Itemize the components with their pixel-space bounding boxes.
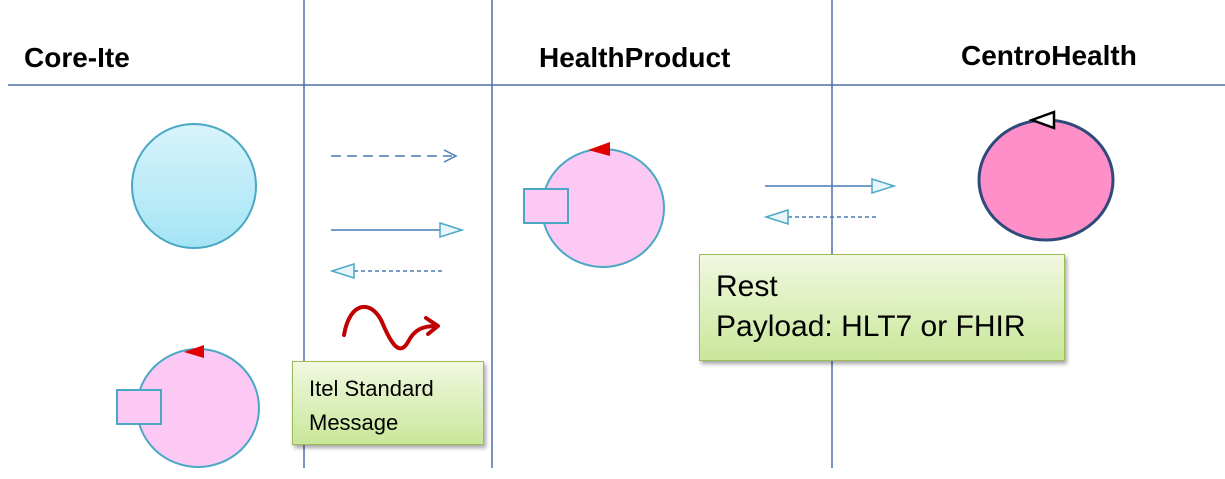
red-marker-icon	[184, 345, 204, 358]
hot-pink-circle	[977, 118, 1115, 242]
core-ite-cyan-circle	[131, 123, 257, 249]
core-ite-pink-node	[116, 345, 260, 468]
port-square	[523, 188, 569, 224]
red-marker-icon	[588, 142, 610, 156]
column-title-core-ite: Core-Ite	[24, 42, 130, 73]
note-rest-payload: Rest Payload: HLT7 or FHIR	[699, 254, 1065, 361]
note-line: Rest	[716, 270, 778, 303]
solid-arrow-right	[331, 221, 465, 239]
open-marker-icon	[1028, 110, 1056, 130]
note-itel-standard-message: Itel Standard Message	[292, 361, 484, 445]
dotted-return-arrow-left	[329, 262, 442, 280]
centrohealth-node	[977, 110, 1115, 242]
dotted-return-arrow-from-centrohealth	[763, 208, 876, 226]
port-square	[116, 389, 162, 425]
dashed-arrow-right	[331, 149, 458, 163]
column-title-healthproduct: HealthProduct	[539, 42, 731, 73]
healthproduct-pink-node	[523, 142, 665, 268]
column-title-centrohealth: CentroHealth	[961, 40, 1137, 71]
red-squiggle-arrow	[342, 304, 440, 351]
solid-arrow-to-centrohealth	[765, 177, 897, 195]
note-line: Itel Standard	[309, 376, 434, 401]
note-line: Message	[309, 410, 399, 435]
note-line: Payload: HLT7 or FHIR	[716, 310, 1026, 343]
